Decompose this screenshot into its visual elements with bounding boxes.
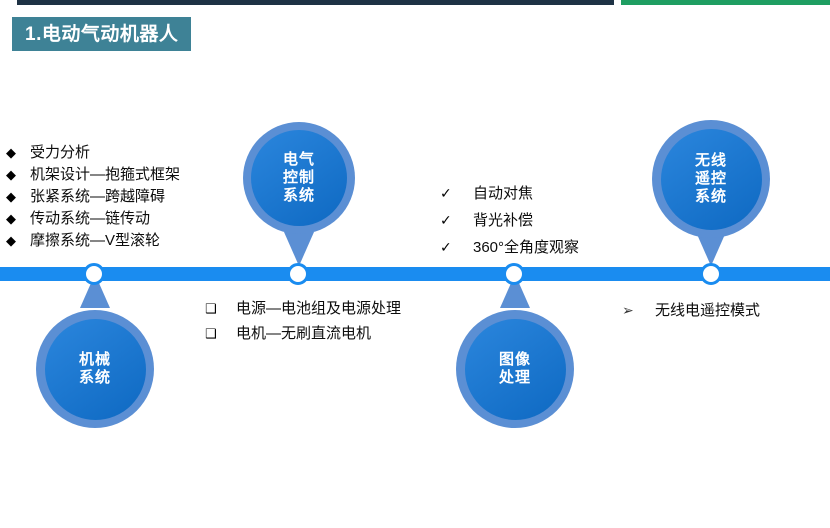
diamond-bullet-icon: ◆	[6, 145, 16, 160]
list-item: ✓ 背光补偿	[440, 207, 579, 234]
pin-inner-circle: 电气 控制 系统	[251, 130, 347, 226]
list-item-label: 无线电遥控模式	[655, 302, 761, 319]
list-item: ◆ 传动系统—链传动	[6, 208, 180, 230]
list-item: ◆ 受力分析	[6, 142, 180, 164]
pin-label-line: 无线	[694, 151, 727, 169]
timeline-node-electrical[interactable]	[287, 263, 309, 285]
pin-image-processing[interactable]: 图像 处理	[456, 274, 574, 428]
list-item-label: 自动对焦	[473, 185, 534, 202]
pin-mechanical-system[interactable]: 机械 系统	[36, 274, 154, 428]
pin-label-line: 图像	[498, 350, 531, 368]
check-bullet-icon: ✓	[440, 239, 452, 255]
bullet-list-electrical: ❑ 电源—电池组及电源处理 ❑ 电机—无刷直流电机	[205, 296, 401, 346]
list-item: ❑ 电源—电池组及电源处理	[205, 296, 401, 321]
pin-label-line: 遥控	[694, 169, 727, 187]
list-item: ➢ 无线电遥控模式	[622, 299, 760, 322]
pin-inner-circle: 机械 系统	[44, 318, 146, 420]
diamond-bullet-icon: ◆	[6, 189, 16, 204]
check-bullet-icon: ✓	[440, 185, 452, 201]
square-bullet-icon: ❑	[205, 326, 217, 341]
list-item: ◆ 机架设计—抱箍式框架	[6, 164, 180, 186]
pin-label-line: 系统	[78, 369, 111, 386]
page-title: 1.电动气动机器人	[25, 23, 179, 45]
timeline-node-mechanical[interactable]	[83, 263, 105, 285]
list-item-label: 背光补偿	[473, 212, 534, 229]
top-decoration-bars	[0, 0, 830, 6]
pin-wireless-remote-system[interactable]: 无线 遥控 系统	[652, 120, 770, 274]
pin-electrical-control-system[interactable]: 电气 控制 系统	[243, 122, 355, 274]
top-bar-navy	[17, 0, 614, 5]
timeline-bar	[0, 267, 830, 281]
pin-label-line: 处理	[498, 369, 531, 386]
pin-outer-ring: 机械 系统	[36, 310, 154, 428]
list-item: ◆ 张紧系统—跨越障碍	[6, 186, 180, 208]
list-item-label: 电源—电池组及电源处理	[236, 300, 402, 317]
pin-label-line: 系统	[694, 188, 727, 206]
page-title-banner: 1.电动气动机器人	[12, 17, 192, 51]
top-bar-green	[621, 0, 830, 5]
list-item: ✓ 自动对焦	[440, 180, 579, 207]
pin-inner-circle: 图像 处理	[464, 318, 566, 420]
list-item-label: 360°全角度观察	[473, 239, 580, 256]
square-bullet-icon: ❑	[205, 301, 217, 316]
list-item-label: 传动系统—链传动	[30, 210, 151, 227]
check-bullet-icon: ✓	[440, 212, 452, 228]
bullet-list-mechanical: ◆ 受力分析 ◆ 机架设计—抱箍式框架 ◆ 张紧系统—跨越障碍 ◆ 传动系统—链…	[6, 142, 180, 252]
list-item: ❑ 电机—无刷直流电机	[205, 321, 401, 346]
list-item-label: 张紧系统—跨越障碍	[30, 188, 166, 205]
pin-outer-ring: 无线 遥控 系统	[652, 120, 770, 238]
timeline-node-wireless[interactable]	[700, 263, 722, 285]
arrow-bullet-icon: ➢	[622, 302, 634, 318]
pin-outer-ring: 电气 控制 系统	[243, 122, 355, 234]
diamond-bullet-icon: ◆	[6, 233, 16, 248]
bullet-list-imaging: ✓ 自动对焦 ✓ 背光补偿 ✓ 360°全角度观察	[440, 180, 579, 261]
list-item-label: 摩擦系统—V型滚轮	[30, 232, 161, 249]
pin-label-line: 系统	[282, 187, 315, 205]
timeline-node-imaging[interactable]	[503, 263, 525, 285]
pin-label-line: 电气	[282, 150, 315, 168]
pin-inner-circle: 无线 遥控 系统	[660, 128, 762, 230]
diamond-bullet-icon: ◆	[6, 211, 16, 226]
pin-label-line: 控制	[282, 168, 315, 186]
bullet-list-wireless: ➢ 无线电遥控模式	[622, 299, 760, 322]
list-item-label: 受力分析	[30, 144, 91, 161]
pin-tail-icon	[284, 232, 314, 266]
list-item-label: 机架设计—抱箍式框架	[30, 166, 181, 183]
list-item: ✓ 360°全角度观察	[440, 234, 579, 261]
pin-outer-ring: 图像 处理	[456, 310, 574, 428]
list-item-label: 电机—无刷直流电机	[236, 325, 372, 342]
diamond-bullet-icon: ◆	[6, 167, 16, 182]
list-item: ◆ 摩擦系统—V型滚轮	[6, 230, 180, 252]
pin-label-line: 机械	[78, 350, 111, 368]
